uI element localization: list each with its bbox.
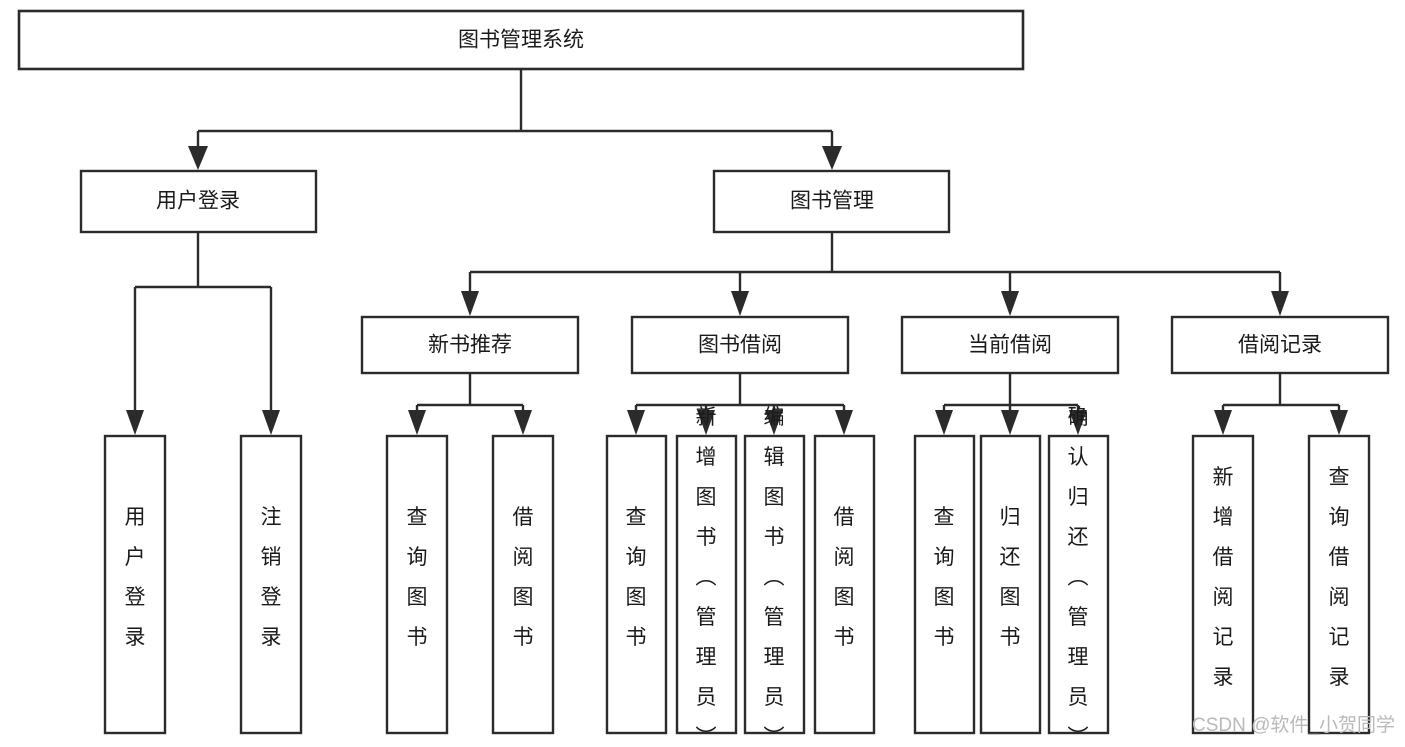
node-leaf-borrow-book-1-box[interactable] (491, 434, 555, 735)
node-leaf-confirm-return-label: 确认归还︵管理员︶ (1068, 406, 1089, 747)
node-leaf-user-login-box[interactable] (103, 434, 167, 735)
node-book-manage[interactable]: 图书管理 (712, 169, 951, 234)
arrow-head-book-borrow (731, 291, 749, 316)
node-leaf-query-record[interactable]: 查询借阅记录 (1307, 434, 1371, 735)
arrow-head-leaf-edit-book (765, 410, 783, 435)
node-leaf-add-record-box[interactable] (1191, 434, 1255, 735)
node-current-borrow-box[interactable] (900, 315, 1120, 375)
node-leaf-edit-book-box[interactable] (743, 434, 806, 735)
arrow-head-leaf-add-book (697, 410, 715, 435)
node-book-borrow[interactable]: 图书借阅 (630, 315, 850, 375)
node-leaf-query-book-3[interactable]: 查询图书 (913, 434, 976, 735)
arrow-head-leaf-query-book-2 (627, 410, 645, 435)
node-book-manage-box[interactable] (712, 169, 951, 234)
arrow-head-book-manage (822, 146, 842, 170)
node-user-login[interactable]: 用户登录 (79, 169, 318, 234)
node-leaf-borrow-book-2-box[interactable] (813, 434, 876, 735)
node-leaf-add-book-box[interactable] (675, 434, 738, 735)
node-leaf-add-record-label: 新增借阅记录 (1213, 466, 1234, 689)
arrow-head-new-book-recommend (461, 291, 479, 316)
node-leaf-user-logout-label: 注销登录 (261, 506, 282, 649)
node-borrow-record-label: 借阅记录 (1238, 334, 1322, 357)
node-leaf-query-book-2-box[interactable] (605, 434, 668, 735)
node-leaf-query-book-2-label: 查询图书 (626, 506, 647, 649)
arrow-head-leaf-borrow-book-1 (514, 410, 532, 435)
node-leaf-user-login[interactable]: 用户登录 (103, 434, 167, 735)
node-current-borrow-label: 当前借阅 (968, 334, 1052, 357)
node-leaf-query-book-3-label: 查询图书 (934, 506, 955, 649)
node-leaf-return-book-label: 归还图书 (1000, 506, 1021, 649)
node-leaf-user-logout-box[interactable] (239, 434, 303, 735)
node-leaf-query-book-3-box[interactable] (913, 434, 976, 735)
node-leaf-edit-book-label: 编辑图书︵管理员︶ (764, 406, 785, 747)
node-borrow-record-box[interactable] (1170, 315, 1390, 375)
connector-layer (126, 69, 1348, 435)
node-leaf-edit-book[interactable]: 编辑图书︵管理员︶ (743, 406, 806, 747)
csdn-watermark: CSDN @软件_小贺同学 (1192, 714, 1395, 736)
node-leaf-borrow-book-1-label: 借阅图书 (513, 506, 534, 649)
arrow-head-leaf-borrow-book-2 (835, 410, 853, 435)
node-user-login-label: 用户登录 (156, 190, 240, 213)
node-leaf-return-book-box[interactable] (979, 434, 1042, 735)
arrow-head-leaf-query-record (1330, 410, 1348, 435)
node-leaf-user-login-label: 用户登录 (125, 506, 146, 649)
node-borrow-record[interactable]: 借阅记录 (1170, 315, 1390, 375)
node-leaf-query-book-1[interactable]: 查询图书 (385, 434, 449, 735)
arrow-head-leaf-query-book-1 (408, 410, 426, 435)
node-root-label: 图书管理系统 (458, 29, 584, 52)
arrow-head-leaf-return-book (1001, 410, 1019, 435)
arrow-head-user-login (188, 146, 208, 170)
node-new-book-recommend-box[interactable] (360, 315, 580, 375)
node-leaf-add-book[interactable]: 新增图书︵管理员︶ (675, 406, 738, 747)
node-leaf-borrow-book-2[interactable]: 借阅图书 (813, 434, 876, 735)
node-book-manage-label: 图书管理 (790, 190, 874, 213)
node-leaf-return-book[interactable]: 归还图书 (979, 434, 1042, 735)
node-new-book-recommend-label: 新书推荐 (428, 334, 512, 357)
node-leaf-query-book-1-label: 查询图书 (407, 506, 428, 649)
arrow-head-leaf-query-book-3 (935, 410, 953, 435)
node-leaf-confirm-return-box[interactable] (1047, 434, 1110, 735)
node-user-login-box[interactable] (79, 169, 318, 234)
node-leaf-query-book-1-box[interactable] (385, 434, 449, 735)
node-leaf-user-logout[interactable]: 注销登录 (239, 434, 303, 735)
arrow-head-leaf-user-logout (262, 410, 280, 435)
node-leaf-query-book-2[interactable]: 查询图书 (605, 434, 668, 735)
node-root[interactable]: 图书管理系统 (17, 9, 1025, 71)
node-current-borrow[interactable]: 当前借阅 (900, 315, 1120, 375)
arrow-head-borrow-record (1271, 291, 1289, 316)
arrow-head-current-borrow (1001, 291, 1019, 316)
node-leaf-borrow-book-2-label: 借阅图书 (834, 506, 855, 649)
arrow-head-leaf-add-record (1214, 410, 1232, 435)
arrow-head-leaf-confirm-return (1069, 410, 1087, 435)
node-leaf-confirm-return[interactable]: 确认归还︵管理员︶ (1047, 406, 1110, 747)
node-leaf-add-book-label: 新增图书︵管理员︶ (696, 406, 717, 747)
node-book-borrow-label: 图书借阅 (698, 334, 782, 357)
arrow-head-leaf-user-login (126, 410, 144, 435)
node-leaf-query-record-label: 查询借阅记录 (1329, 466, 1350, 689)
node-new-book-recommend[interactable]: 新书推荐 (360, 315, 580, 375)
node-leaf-add-record[interactable]: 新增借阅记录 (1191, 434, 1255, 735)
node-leaf-query-record-box[interactable] (1307, 434, 1371, 735)
node-leaf-borrow-book-1[interactable]: 借阅图书 (491, 434, 555, 735)
node-root-box[interactable] (17, 9, 1025, 71)
node-book-borrow-box[interactable] (630, 315, 850, 375)
